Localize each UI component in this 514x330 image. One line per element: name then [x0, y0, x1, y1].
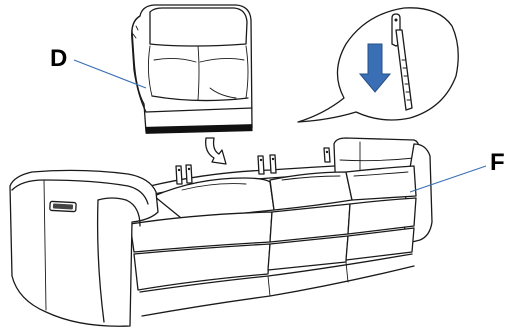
curved-down-arrow-icon — [205, 137, 227, 165]
detail-callout-bubble — [297, 7, 459, 123]
sofa-body — [9, 137, 433, 327]
power-button-icon — [49, 200, 77, 213]
backrest-cushion — [131, 4, 253, 134]
bracket-detail — [391, 13, 413, 111]
label-f: F — [490, 149, 505, 176]
insert-down-arrow-icon — [358, 43, 392, 93]
label-f-leader — [409, 165, 487, 193]
mounting-brackets — [175, 147, 331, 185]
label-d-leader — [73, 59, 147, 89]
label-d: D — [50, 45, 67, 72]
